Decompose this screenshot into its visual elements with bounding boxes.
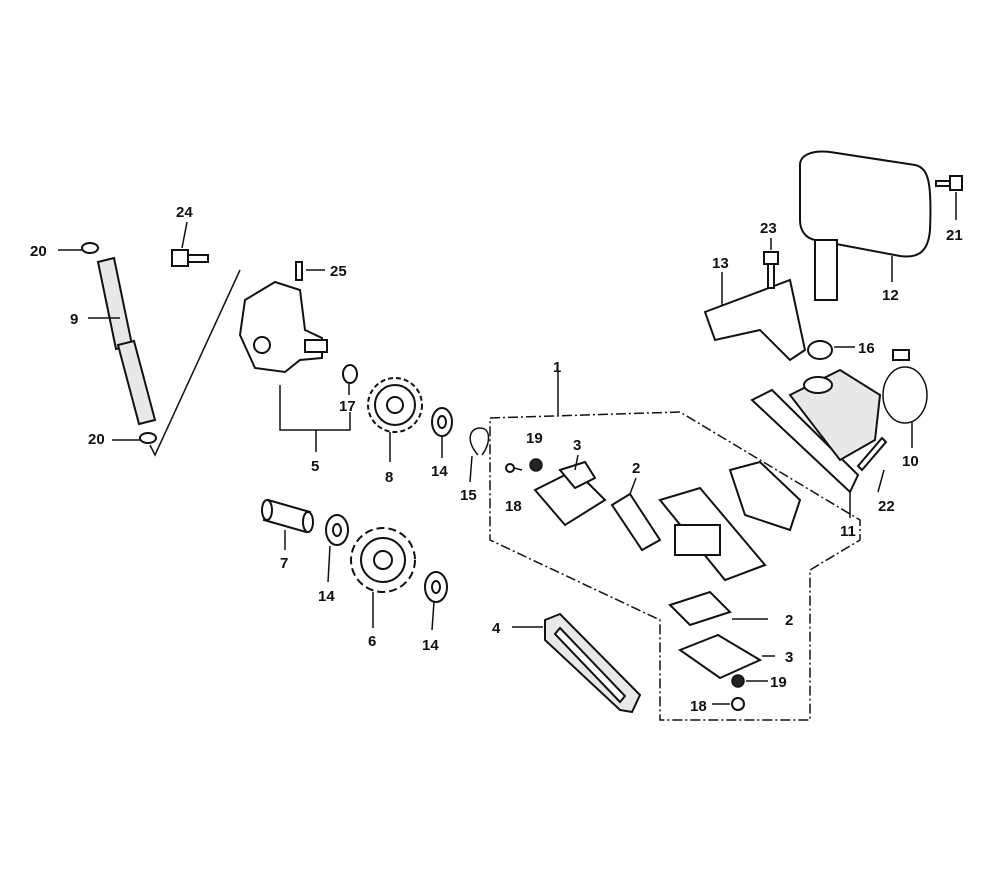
bolt-icon-23 [763,238,779,289]
nut-icon-19a [529,458,543,472]
gear-icon-8 [367,377,423,433]
label-12: 12 [882,287,899,304]
circlip-icon-15 [469,427,490,456]
label-7: 7 [280,555,288,572]
label-25: 25 [330,263,347,280]
label-15: 15 [460,487,477,504]
bracket-5 [279,385,351,431]
hose-icon-9 [88,256,157,426]
label-24: 24 [176,204,193,221]
screw-icon-18a [505,463,523,473]
pin-icon-25 [295,261,325,281]
intake-manifold-icon-11 [750,368,882,518]
label-5: 5 [311,458,319,475]
washer-icon-14c [424,571,448,603]
bolt-icon-24 [171,221,209,267]
leader-2a [629,477,637,495]
label-8: 8 [385,469,393,486]
label-21: 21 [946,227,963,244]
label-10: 10 [902,453,919,470]
washer-icon-14b [325,514,349,546]
air-box-icon-12 [799,150,932,301]
reed-valve-body-icon [658,486,767,582]
washer-icon-14a [431,407,453,437]
label-14c: 14 [422,637,439,654]
label-2b: 2 [785,612,793,629]
label-17: 17 [339,398,356,415]
label-20b: 20 [88,431,105,448]
washer-icon-17 [342,364,358,384]
label-3b: 3 [785,649,793,666]
reed-petal-icon-2a [610,492,662,552]
leader-14b [327,545,331,583]
label-23: 23 [760,220,777,237]
hose-connection-line [149,269,241,457]
shaft-icon-7 [261,498,314,534]
label-9: 9 [70,311,78,328]
clip-icon-20a [58,242,99,254]
reed-petal-icon-2b [668,590,768,627]
leader-3a [574,454,579,471]
leader-14c [431,601,435,631]
label-22: 22 [878,498,895,515]
label-20a: 20 [30,243,47,260]
screw-icon-21 [935,175,963,220]
label-18b: 18 [690,698,707,715]
label-19a: 19 [526,430,543,447]
label-1: 1 [553,359,561,376]
label-2a: 2 [632,460,640,477]
label-14a: 14 [431,463,448,480]
bracket-icon-13 [703,272,807,362]
label-6: 6 [368,633,376,650]
label-13: 13 [712,255,729,272]
leader-15 [469,455,473,483]
label-18a: 18 [505,498,522,515]
screw-icon-18b [712,697,745,711]
reed-block-icon [728,460,802,532]
oil-pump-icon-5 [238,280,328,374]
stud-icon-22 [856,436,888,493]
clamp-icon-16 [807,340,855,360]
label-16: 16 [858,340,875,357]
gasket-icon-4 [512,612,642,714]
reed-plate-icon-3a [533,460,607,527]
label-3a: 3 [573,437,581,454]
label-4: 4 [492,620,501,637]
label-19b: 19 [770,674,787,691]
reed-plate-icon-3b [677,633,775,680]
label-14b: 14 [318,588,335,605]
gear-icon-6 [350,527,416,593]
nut-icon-19b [731,674,768,688]
clip-icon-20b [112,432,157,444]
hose-clamp-icon-10 [882,349,928,448]
assembly-1-boundary [489,411,861,721]
label-11: 11 [840,523,856,540]
